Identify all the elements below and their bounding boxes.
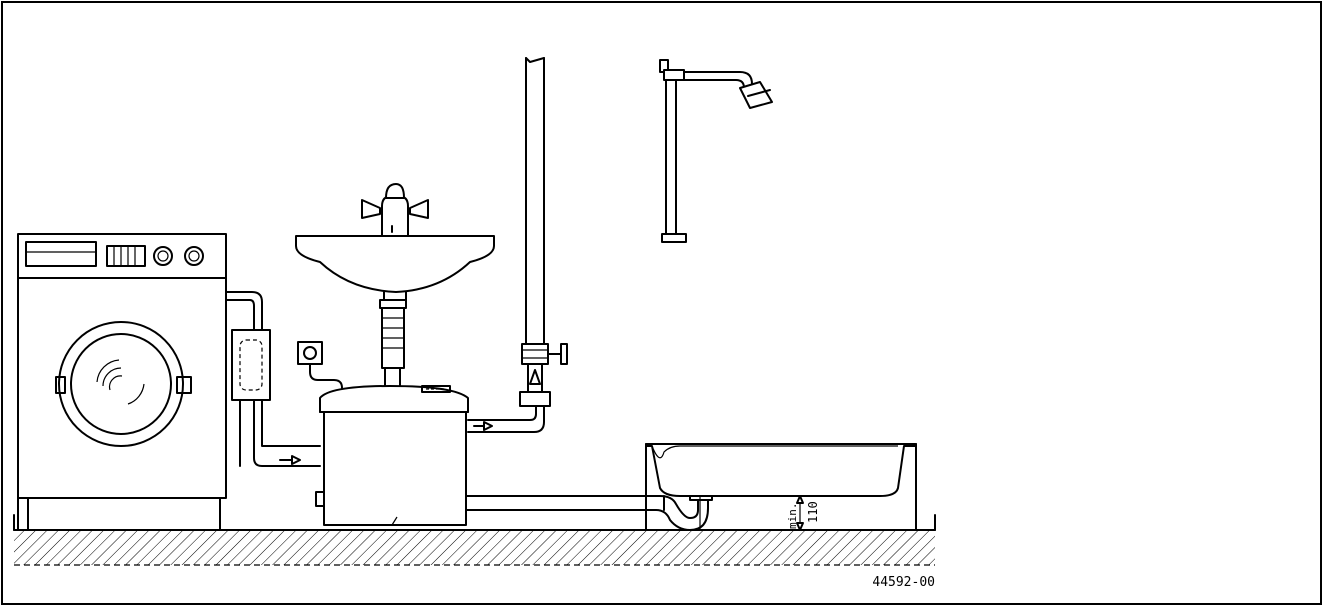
faucet-icon (361, 183, 429, 237)
washer-drain-hose (225, 291, 321, 467)
inflow-from-basin (384, 367, 401, 387)
floor (13, 514, 936, 566)
dimension-min-110: min. 110 (786, 495, 820, 531)
shower-icon (659, 59, 773, 243)
dimension-value: 110 (806, 501, 820, 523)
reference-number: 44592-00 (872, 575, 935, 590)
supply-pipe (521, 57, 549, 393)
dimension-prefix: min. (786, 503, 799, 530)
washbasin-icon (295, 235, 495, 369)
flow-arrow-icon (279, 455, 301, 465)
floor-hatching (14, 531, 935, 565)
bathtub-icon (645, 443, 917, 531)
washing-machine-icon (17, 233, 227, 531)
flow-arrow-icon (473, 421, 493, 431)
pump-outlet-pipe (467, 405, 545, 433)
power-socket-icon (297, 341, 343, 389)
lifting-station-icon (315, 385, 469, 526)
